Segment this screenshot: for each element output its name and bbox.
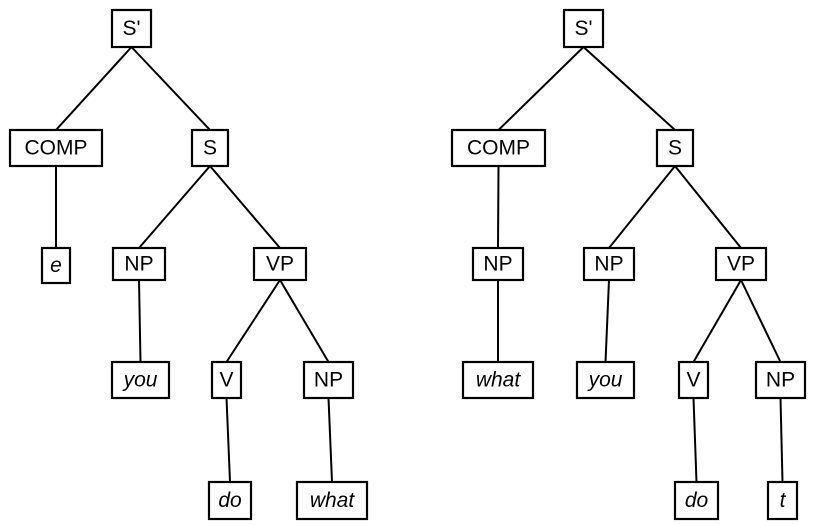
node-box xyxy=(714,246,768,282)
tree-node-l-v[interactable]: V xyxy=(210,360,243,400)
tree-edge-NP-to-you xyxy=(604,279,610,363)
tree-edge-VP-to-V xyxy=(225,279,281,363)
node-label: e xyxy=(50,254,62,277)
node-label: what xyxy=(310,489,356,512)
node-label: you xyxy=(587,369,623,392)
node-label: V xyxy=(219,369,233,392)
tree-edge-VP-to-V xyxy=(692,279,742,363)
node-box xyxy=(766,480,799,521)
tree-node-r-t[interactable]: t xyxy=(766,480,799,521)
node-box xyxy=(655,128,695,168)
node-box xyxy=(110,360,171,400)
node-label: do xyxy=(685,489,709,512)
tree-edge-Sbar-to-S xyxy=(130,46,211,131)
node-label: COMP xyxy=(467,137,530,160)
node-box xyxy=(110,8,153,49)
tree-node-l-do[interactable]: do xyxy=(207,480,253,521)
node-box xyxy=(754,360,807,400)
tree-node-r-np1[interactable]: NP xyxy=(582,246,636,282)
node-box xyxy=(575,360,636,400)
tree-node-r-comp[interactable]: COMP xyxy=(450,128,547,168)
tree-node-r-do[interactable]: do xyxy=(673,480,720,521)
tree-edge-V-to-do xyxy=(692,397,698,483)
node-box xyxy=(210,360,243,400)
tree-node-r-np0[interactable]: NP xyxy=(471,246,525,282)
tree-node-r-vp[interactable]: VP xyxy=(714,246,768,282)
tree-node-r-what[interactable]: what xyxy=(461,360,535,400)
tree-node-l-comp[interactable]: COMP xyxy=(8,128,104,168)
tree-edge-NP-to-what xyxy=(327,397,333,483)
tree-edge-COMP-to-NP xyxy=(497,165,500,249)
tree-edges xyxy=(55,46,333,483)
tree-node-l-s[interactable]: S xyxy=(190,128,230,168)
node-box xyxy=(582,246,636,282)
node-box xyxy=(111,246,167,282)
tree-edge-VP-to-NP xyxy=(279,279,330,363)
tree-node-r-np2[interactable]: NP xyxy=(754,360,807,400)
node-label: NP xyxy=(124,253,153,276)
node-label: COMP xyxy=(25,137,88,160)
node-label: NP xyxy=(483,253,512,276)
node-label: V xyxy=(686,369,700,392)
node-label: do xyxy=(218,489,242,512)
node-box xyxy=(190,128,230,168)
node-box xyxy=(450,128,547,168)
tree-edge-S-to-NP xyxy=(608,165,676,249)
node-label: S xyxy=(668,137,682,160)
node-box xyxy=(295,480,369,521)
tree-node-r-you[interactable]: you xyxy=(575,360,636,400)
node-box xyxy=(40,246,72,285)
node-box xyxy=(8,128,104,168)
node-label: VP xyxy=(266,253,294,276)
node-box xyxy=(673,480,720,521)
node-label: you xyxy=(122,369,158,392)
tree-edge-S-to-VP xyxy=(209,165,281,249)
tree-node-l-e[interactable]: e xyxy=(40,246,72,285)
node-label: NP xyxy=(314,369,343,392)
tree-node-r-sbar[interactable]: S' xyxy=(562,8,605,49)
node-box xyxy=(252,246,308,282)
node-label: what xyxy=(476,369,522,392)
node-box xyxy=(207,480,253,521)
node-box xyxy=(677,360,710,400)
tree-edge-V-to-do xyxy=(225,397,231,483)
node-label: VP xyxy=(727,253,755,276)
tree-edge-S-to-NP xyxy=(138,165,211,249)
tree-edge-NP-to-t xyxy=(779,397,784,483)
node-label: NP xyxy=(594,253,623,276)
tree-edges xyxy=(497,46,784,483)
surface-structure-tree: S' COMP S NP NP VP what you V NP do t xyxy=(450,8,807,521)
node-box xyxy=(471,246,525,282)
tree-node-l-sbar[interactable]: S' xyxy=(110,8,153,49)
tree-node-r-s[interactable]: S xyxy=(655,128,695,168)
node-label: S xyxy=(203,137,217,160)
tree-edge-NP-to-you xyxy=(138,279,142,363)
tree-edge-Sbar-to-COMP xyxy=(55,46,133,131)
tree-node-l-vp[interactable]: VP xyxy=(252,246,308,282)
node-box xyxy=(562,8,605,49)
node-label: S' xyxy=(122,17,140,40)
node-label: t xyxy=(780,489,787,512)
tree-node-l-what[interactable]: what xyxy=(295,480,369,521)
tree-edge-Sbar-to-S xyxy=(582,46,676,131)
tree-edge-VP-to-NP xyxy=(740,279,782,363)
node-box xyxy=(302,360,355,400)
tree-edge-S-to-VP xyxy=(674,165,742,249)
tree-node-l-you[interactable]: you xyxy=(110,360,171,400)
node-label: S' xyxy=(574,17,592,40)
tree-node-r-v[interactable]: V xyxy=(677,360,710,400)
tree-node-l-np2[interactable]: NP xyxy=(302,360,355,400)
node-label: NP xyxy=(766,369,795,392)
tree-node-l-np1[interactable]: NP xyxy=(111,246,167,282)
tree-edge-Sbar-to-COMP xyxy=(497,46,585,131)
node-box xyxy=(461,360,535,400)
